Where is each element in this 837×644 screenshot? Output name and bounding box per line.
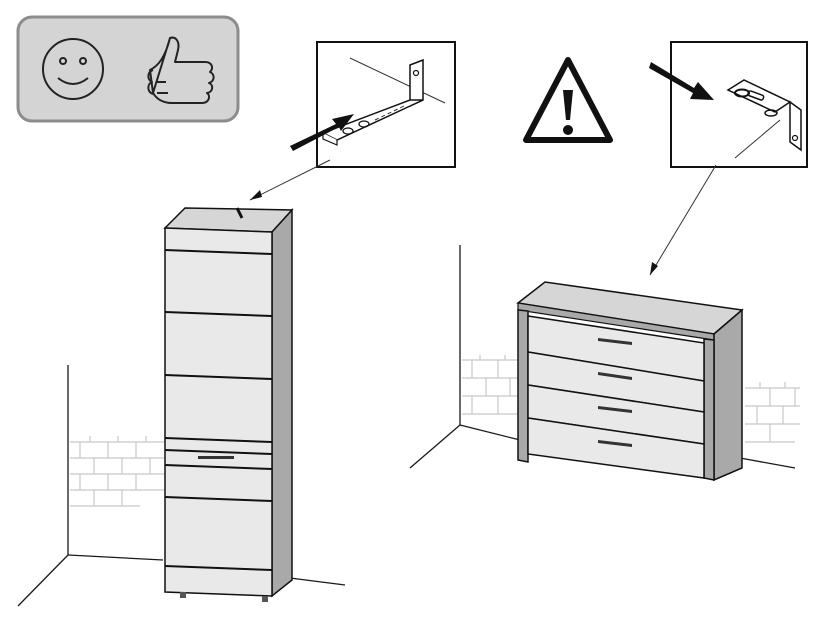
leader-line-left	[249, 159, 331, 201]
wall-bracket	[321, 58, 424, 146]
right-detail-box	[649, 41, 808, 168]
wall-bracket	[726, 79, 802, 159]
tall-cabinet-scene	[17, 207, 346, 607]
arrow-icon	[649, 62, 714, 100]
smiley-face-icon	[42, 38, 104, 100]
left-detail-box	[290, 41, 456, 168]
cabinet-handle	[198, 456, 234, 459]
chest-of-drawers-scene	[409, 245, 800, 482]
warning-triangle-icon	[523, 57, 613, 143]
arrow-icon	[290, 114, 354, 151]
thumbs-up-icon	[147, 36, 215, 104]
leader-line-right	[649, 164, 717, 276]
approval-badge	[16, 15, 240, 123]
